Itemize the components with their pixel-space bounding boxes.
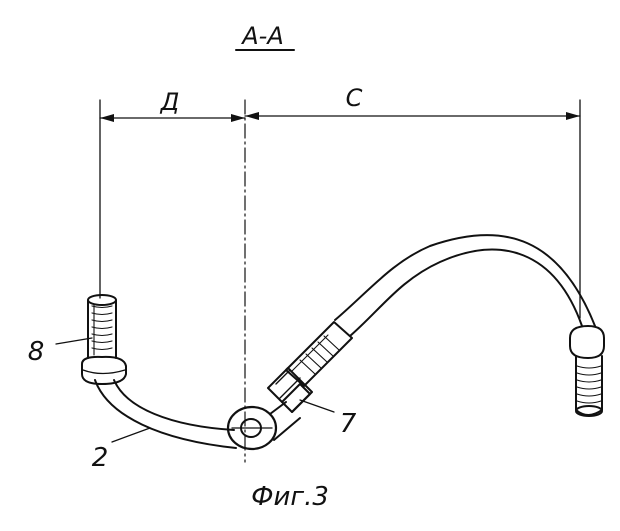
callout-2: 2 — [92, 443, 109, 473]
leader-line-2 — [111, 427, 151, 443]
dimension-label-d: Д — [160, 88, 180, 116]
callout-8: 8 — [28, 337, 45, 367]
dimension-label-c: С — [346, 84, 363, 112]
end-fitting-right — [569, 325, 605, 417]
arrowhead — [100, 114, 114, 122]
end-fitting-8 — [81, 294, 127, 385]
arrowhead — [245, 112, 259, 120]
arrowhead — [231, 114, 245, 122]
hose-main — [334, 234, 596, 337]
hose-left — [94, 379, 237, 449]
section-title: А-А — [240, 22, 284, 50]
callout-7: 7 — [340, 409, 357, 439]
figure-caption: Фиг.3 — [251, 482, 329, 512]
coupling-7 — [267, 367, 313, 413]
dimension-d — [99, 114, 246, 122]
leader-line-8 — [55, 337, 93, 345]
dimension-c — [244, 112, 581, 120]
arrowhead — [566, 112, 580, 120]
leader-line-7 — [299, 399, 335, 413]
